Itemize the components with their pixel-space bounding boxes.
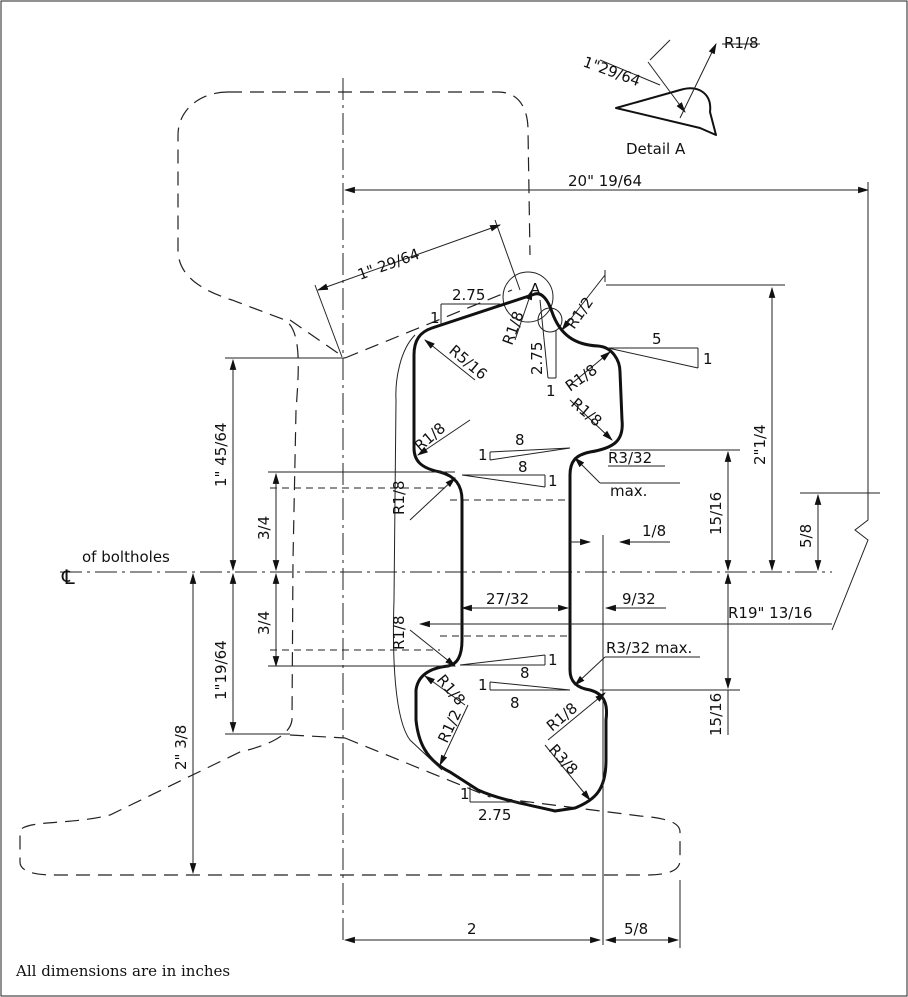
dim-15-16-top-label: 15/16 xyxy=(707,492,725,535)
dim-2-14-label: 2"1/4 xyxy=(751,424,769,465)
top-1-label: 1 xyxy=(430,309,440,327)
top-275-label: 2.75 xyxy=(452,286,485,304)
joint-bar-profile xyxy=(412,292,624,813)
r38-label: R3/8 xyxy=(545,741,582,779)
detail-title: Detail A xyxy=(626,140,686,158)
point-a-label: A xyxy=(530,280,541,298)
dim-15-16-bot-label: 15/16 xyxy=(707,693,725,736)
dim-58-bot-label: 5/8 xyxy=(624,920,648,938)
detail-a: R1/8 1"29/64 Detail A xyxy=(581,34,760,158)
r332-label: R3/32 xyxy=(608,449,652,467)
centerline-text: of boltholes xyxy=(82,548,170,566)
v275-1-label: 1 xyxy=(546,382,556,400)
eight-1a-label: 8 xyxy=(515,431,525,449)
r18-d-label: R1/8 xyxy=(411,419,449,455)
slope5-1-label: 1 xyxy=(703,350,713,368)
bot-1-label: 1 xyxy=(460,785,470,803)
one-c-label: 1 xyxy=(548,651,558,669)
eight-1b-label: 8 xyxy=(518,458,528,476)
bot-275-label: 2.75 xyxy=(478,806,511,824)
r18-c-label: R1/8 xyxy=(567,394,605,430)
r332max-label: R3/32 max. xyxy=(606,639,692,657)
centerline-symbol: ℄ xyxy=(61,565,75,589)
r18-b-label: R1/8 xyxy=(562,361,601,396)
web-diag-label: 1" 29/64 xyxy=(355,245,422,284)
footnote: All dimensions are in inches xyxy=(16,962,231,980)
detail-a-circle xyxy=(502,271,554,323)
dim-9-32-label: 9/32 xyxy=(622,590,656,608)
dim-58-right-label: 5/8 xyxy=(797,524,815,548)
r18-f-label: R1/8 xyxy=(390,615,408,650)
dim-1-45-64-label: 1" 45/64 xyxy=(212,423,230,487)
r12-bot-label: R1/2 xyxy=(434,707,465,746)
dim-34-top-label: 3/4 xyxy=(255,516,273,540)
slope5-label: 5 xyxy=(652,330,662,348)
r19-label: R19" 13/16 xyxy=(728,604,812,622)
dim-34-bot-label: 3/4 xyxy=(255,611,273,635)
overall-width-label: 20" 19/64 xyxy=(568,172,642,190)
r18-h-label: R1/8 xyxy=(543,699,581,735)
one-d-label: 1 xyxy=(478,676,488,694)
v275-label: 2.75 xyxy=(528,342,546,375)
one-a-label: 1 xyxy=(478,446,488,464)
dim-2-38-label: 2" 3/8 xyxy=(172,725,190,770)
dim-18-label: 1/8 xyxy=(642,522,666,540)
r12-top-label: R1/2 xyxy=(563,294,598,333)
r332-max-label: max. xyxy=(610,482,647,500)
one-b-label: 1 xyxy=(548,472,558,490)
dim-1-19-64-label: 1"19/64 xyxy=(212,640,230,700)
r18-e-label: R1/8 xyxy=(390,480,408,515)
detail-dim-label: 1"29/64 xyxy=(581,53,643,90)
dim-27-32-label: 27/32 xyxy=(486,590,529,608)
r18-a-label: R1/8 xyxy=(499,309,528,348)
rail-outline xyxy=(19,91,681,876)
eight-d-label: 8 xyxy=(510,694,520,712)
detail-r-label: R1/8 xyxy=(724,34,759,52)
eight-c-label: 8 xyxy=(520,664,530,682)
dim-2-label: 2 xyxy=(467,920,477,938)
